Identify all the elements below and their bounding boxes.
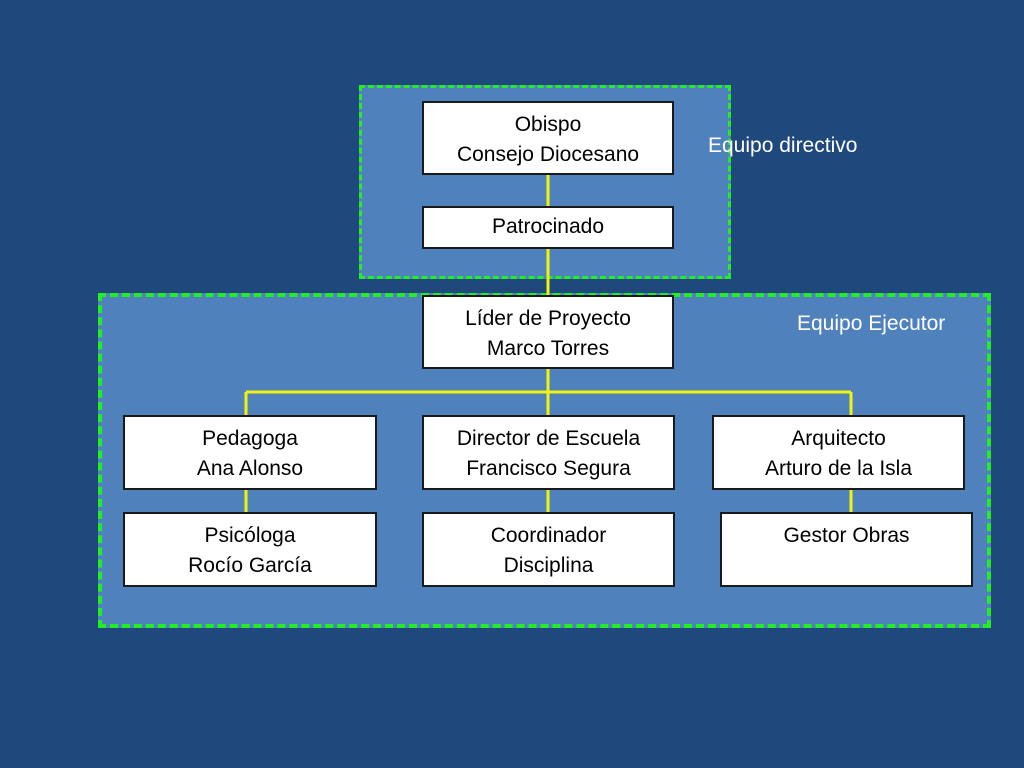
node-director: Director de Escuela Francisco Segura — [422, 415, 675, 490]
equipo-directivo-label: Equipo directivo — [708, 134, 858, 157]
node-patrocinado: Patrocinado — [422, 206, 674, 249]
node-psicologa-line-2: Rocío García — [188, 554, 312, 577]
node-obispo-line-1: Obispo — [514, 113, 582, 136]
node-lider-line-2: Marco Torres — [486, 337, 610, 360]
node-obispo-line-2: Consejo Diocesano — [456, 143, 640, 166]
node-arquitecto-line-2: Arturo de la Isla — [764, 457, 913, 480]
node-obispo: Obispo Consejo Diocesano — [422, 101, 674, 175]
node-pedagoga: Pedagoga Ana Alonso — [123, 415, 377, 490]
equipo-ejecutor-label: Equipo Ejecutor — [797, 312, 946, 335]
node-gestor-line-1: Gestor Obras — [783, 524, 910, 547]
node-director-line-1: Director de Escuela — [456, 427, 641, 450]
node-lider-line-1: Líder de Proyecto — [465, 307, 631, 330]
node-arquitecto-line-1: Arquitecto — [791, 427, 886, 450]
node-lider: Líder de Proyecto Marco Torres — [422, 295, 674, 369]
node-arquitecto: Arquitecto Arturo de la Isla — [712, 415, 965, 490]
node-gestor: Gestor Obras — [720, 512, 973, 587]
node-psicologa: Psicóloga Rocío García — [123, 512, 377, 587]
node-coordinador-line-2: Disciplina — [503, 554, 594, 577]
node-coordinador: Coordinador Disciplina — [422, 512, 675, 587]
node-director-line-2: Francisco Segura — [466, 457, 631, 480]
node-coordinador-line-1: Coordinador — [490, 524, 607, 547]
node-pedagoga-line-2: Ana Alonso — [196, 457, 304, 480]
node-patrocinado-line-1: Patrocinado — [491, 215, 605, 238]
node-psicologa-line-1: Psicóloga — [204, 524, 296, 547]
node-pedagoga-line-1: Pedagoga — [202, 427, 298, 450]
